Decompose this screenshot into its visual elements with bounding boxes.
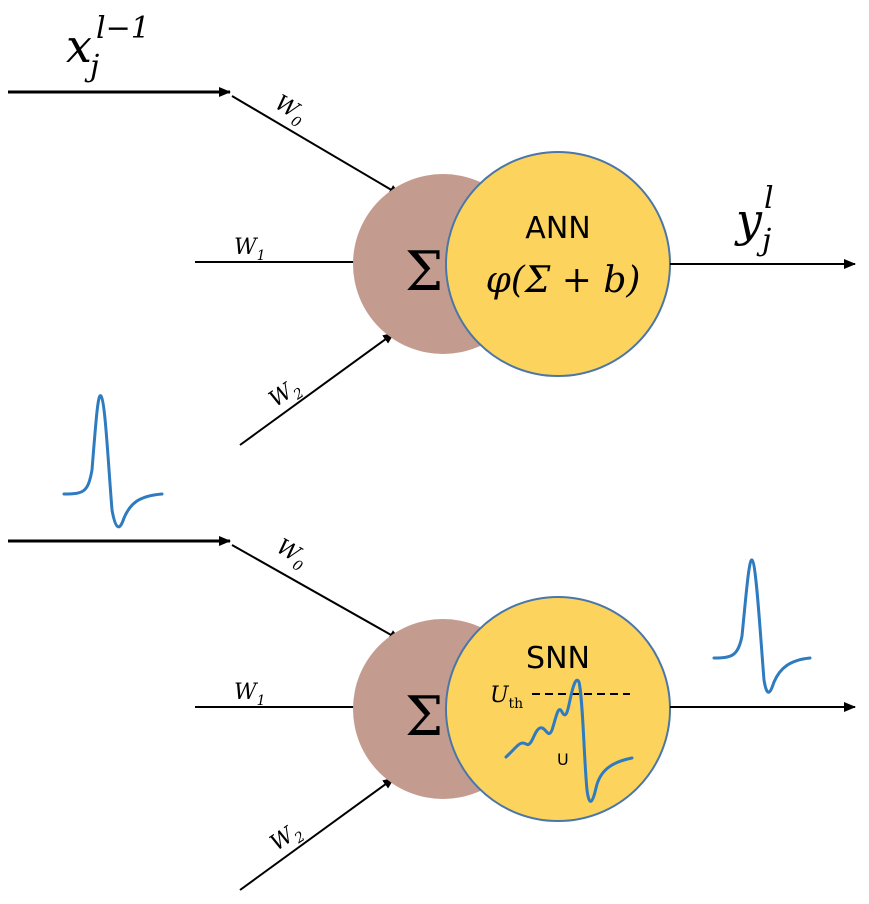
ann-output-label: yjl — [734, 181, 774, 258]
ann-weight-label-w1: W1 — [234, 235, 266, 264]
snn-weight-label-w2: W2 — [266, 818, 308, 860]
snn-title: SNN — [526, 641, 590, 676]
ann-neuron-group: xjl−1 W0 W1 W2 Σ ANN φ(Σ + b) yjl — [8, 11, 856, 446]
ann-sum-symbol: Σ — [405, 240, 443, 303]
snn-output-spike-icon — [712, 558, 812, 694]
snn-neuron-group: W0 W1 W2 Σ SNN Uth U — [8, 394, 856, 891]
snn-weight-label-w1: W1 — [234, 680, 266, 709]
ann-w2-arrow — [239, 332, 395, 446]
ann-input-label: xjl−1 — [66, 11, 150, 84]
ann-title: ANN — [525, 211, 590, 246]
ann-w0-arrow — [231, 95, 401, 196]
snn-w2-arrow — [239, 777, 395, 891]
snn-potential-label: U — [557, 750, 569, 769]
snn-membrane-potential-trace — [504, 678, 634, 803]
snn-sum-symbol: Σ — [405, 685, 443, 748]
snn-w0-arrow — [231, 544, 401, 641]
ann-formula: φ(Σ + b) — [486, 260, 641, 301]
ann-weight-label-w2: W2 — [265, 374, 307, 416]
snn-threshold-label: Uth — [490, 683, 523, 712]
ann-weight-label-w0: W0 — [268, 91, 310, 132]
snn-input-spike-icon — [62, 394, 164, 529]
